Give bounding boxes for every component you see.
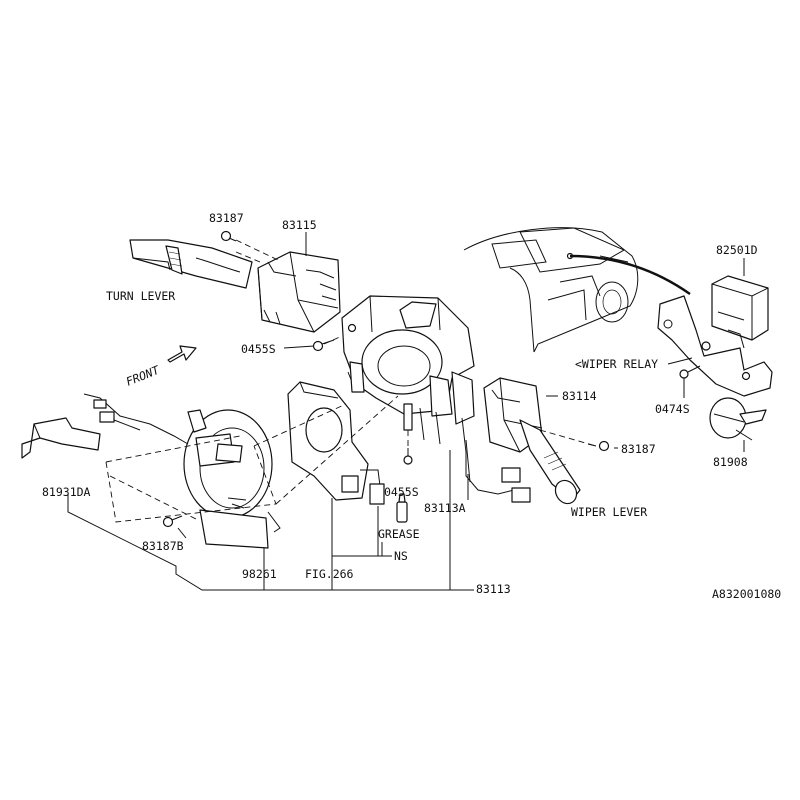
label-0474s: 0474S	[655, 402, 690, 416]
label-wiper-relay: <WIPER RELAY	[575, 357, 658, 371]
clip-81908-drawing	[709, 397, 767, 441]
label-83114: 83114	[562, 389, 597, 403]
label-ns: NS	[394, 549, 408, 563]
leader-lines	[67, 232, 745, 591]
label-wiper-lever: WIPER LEVER	[571, 505, 647, 519]
label-83113a: 83113A	[424, 501, 466, 515]
label-98261: 98261	[242, 567, 277, 581]
turn-lever-switch-drawing	[129, 230, 341, 333]
screw-83187-top-icon	[220, 230, 237, 242]
label-0455s-top: 0455S	[241, 342, 276, 356]
wiper-relay-drawing	[657, 275, 773, 397]
label-81908: 81908	[713, 455, 748, 469]
label-83187b: 83187B	[142, 539, 184, 553]
label-turn-lever: TURN LEVER	[106, 289, 175, 303]
label-81931da: 81931DA	[42, 485, 91, 499]
label-front: FRONT	[124, 362, 162, 388]
screw-83187b-icon	[162, 515, 183, 528]
clock-spring-drawing	[83, 393, 281, 549]
label-83187-right: 83187	[621, 442, 656, 456]
label-83115: 83115	[282, 218, 317, 232]
screw-0474s-icon	[679, 365, 701, 379]
screw-83187-right-icon	[587, 440, 610, 452]
combination-switch-body-drawing	[312, 295, 475, 523]
label-82501d: 82501D	[716, 243, 758, 257]
label-83113: 83113	[476, 582, 511, 596]
label-fig-266: FIG.266	[305, 567, 354, 581]
label-grease: GREASE	[378, 527, 420, 541]
grease-tube-icon	[396, 493, 408, 523]
wiper-lever-switch-drawing	[461, 377, 610, 505]
label-0455s-bottom: 0455S	[384, 485, 419, 499]
screw-0455s-bottom-icon	[403, 403, 413, 465]
front-arrow-icon	[167, 345, 197, 363]
roll-connector-drawing	[287, 381, 385, 505]
bracket-81931da-drawing	[21, 417, 101, 459]
vehicle-sketch-drawing	[463, 227, 691, 353]
label-83187-top: 83187	[209, 211, 244, 225]
figure-code: A832001080	[712, 587, 781, 601]
